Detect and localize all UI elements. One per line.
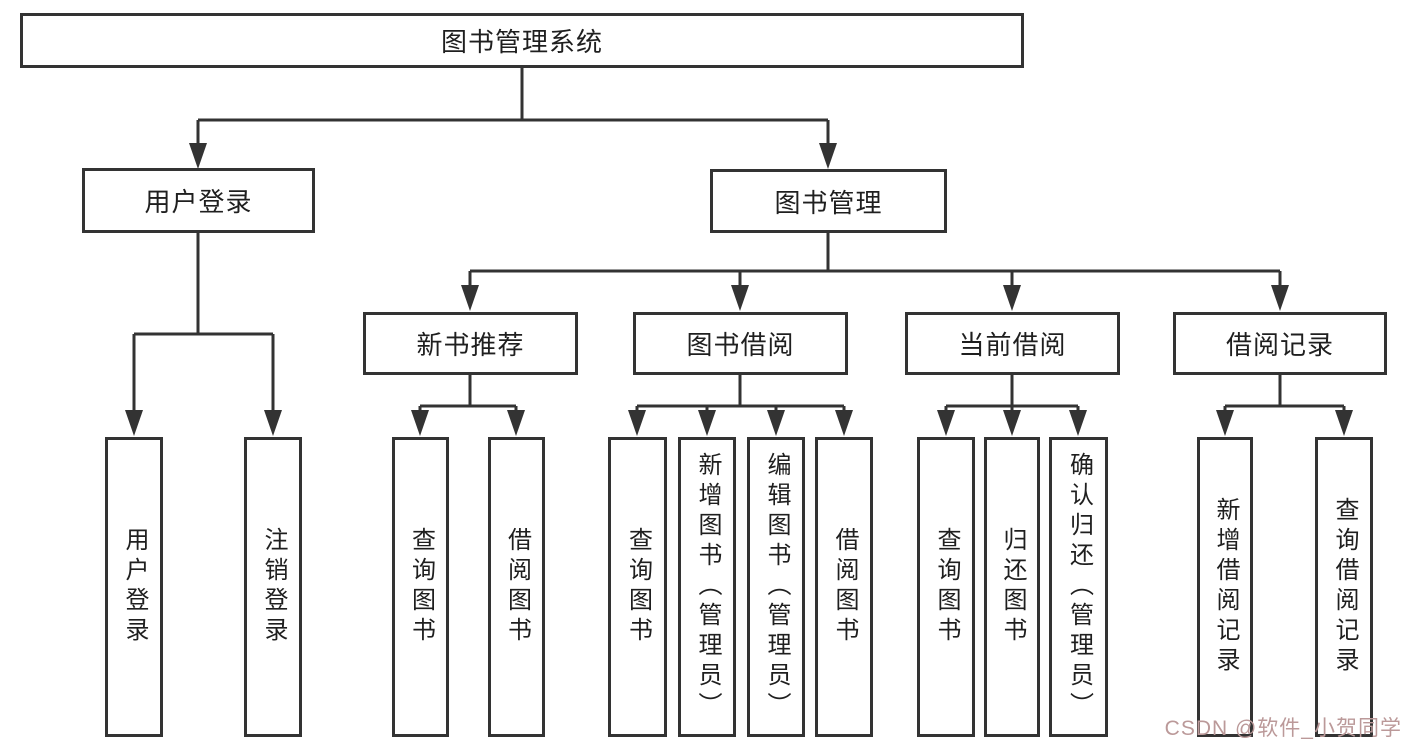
leaf-return-books-label: 归还图书 [999,527,1026,647]
node-new-book-recommend-label: 新书推荐 [416,330,525,360]
node-borrowing-records-label: 借阅记录 [1225,330,1334,360]
node-user-login: 用户登录 [82,168,315,233]
leaf-return-books: 归还图书 [984,437,1040,737]
leaf-add-borrow-record: 新增借阅记录 [1197,437,1253,737]
leaf-query-borrow-record: 查询借阅记录 [1315,437,1373,737]
leaf-confirm-return-admin-label: 确认归还（管理员） [1065,452,1093,722]
leaf-borrow-books-2: 借阅图书 [815,437,873,737]
leaf-logout-label: 注销登录 [260,527,287,647]
leaf-borrow-books-1: 借阅图书 [488,437,545,737]
node-user-login-label: 用户登录 [144,187,253,217]
leaf-query-borrow-record-label: 查询借阅记录 [1331,497,1358,677]
leaf-user-login-label: 用户登录 [121,527,148,647]
leaf-add-borrow-record-label: 新增借阅记录 [1212,497,1239,677]
leaf-edit-books-admin: 编辑图书（管理员） [747,437,805,737]
leaf-query-books-1-label: 查询图书 [407,527,435,647]
leaf-borrow-books-1-label: 借阅图书 [503,527,531,647]
leaf-borrow-books-2-label: 借阅图书 [831,527,858,647]
csdn-watermark: CSDN @软件_小贺同学 [1164,717,1402,740]
leaf-logout: 注销登录 [244,437,302,737]
node-current-borrowing: 当前借阅 [905,312,1120,375]
leaf-query-books-2-label: 查询图书 [624,527,652,647]
leaf-add-books-admin-label: 新增图书（管理员） [694,452,721,722]
node-book-borrowing: 图书借阅 [633,312,848,375]
leaf-confirm-return-admin: 确认归还（管理员） [1049,437,1108,737]
leaf-query-books-3-label: 查询图书 [933,527,960,647]
leaf-user-login: 用户登录 [105,437,163,737]
node-book-management-label: 图书管理 [774,187,883,218]
node-book-management: 图书管理 [710,169,947,233]
leaf-query-books-1: 查询图书 [392,437,449,737]
node-current-borrowing-label: 当前借阅 [958,330,1067,360]
leaf-query-books-2: 查询图书 [608,437,667,737]
leaf-add-books-admin: 新增图书（管理员） [678,437,736,737]
node-borrowing-records: 借阅记录 [1173,312,1387,375]
node-book-borrowing-label: 图书借阅 [686,330,795,360]
node-new-book-recommend: 新书推荐 [363,312,578,375]
node-library-system-label: 图书管理系统 [440,27,603,57]
leaf-edit-books-admin-label: 编辑图书（管理员） [763,452,790,722]
node-library-system: 图书管理系统 [20,13,1024,68]
leaf-query-books-3: 查询图书 [917,437,975,737]
